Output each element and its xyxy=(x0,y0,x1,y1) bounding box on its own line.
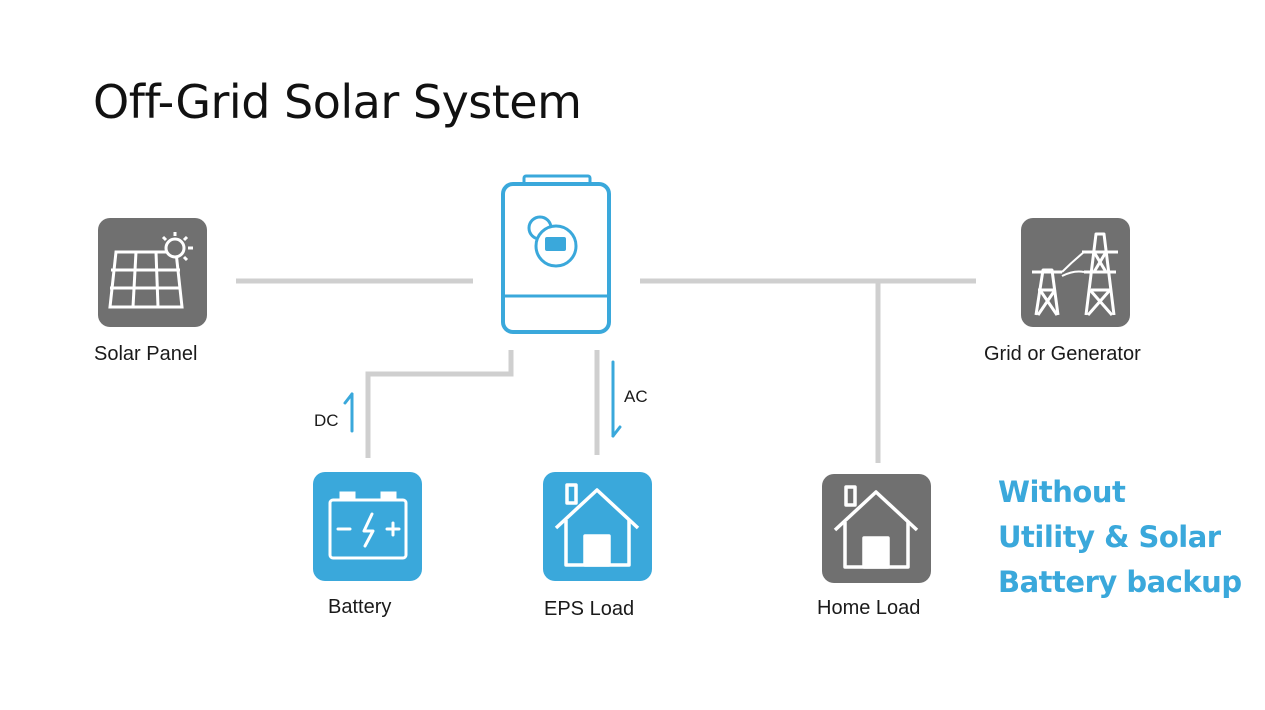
inverter-to-battery-line xyxy=(365,350,514,458)
dc-arrow-icon xyxy=(343,392,354,433)
house-icon xyxy=(543,472,652,581)
page-title: Off-Grid Solar System xyxy=(93,75,582,129)
grid-label: Grid or Generator xyxy=(984,343,1141,365)
ac-label: AC xyxy=(624,387,648,406)
solar-panel-icon xyxy=(98,218,207,327)
backup-note: Without Utility & Solar Battery backup xyxy=(998,470,1242,605)
battery-label: Battery xyxy=(328,596,392,618)
power-tower-icon xyxy=(1021,218,1130,327)
note-line-2: Utility & Solar xyxy=(998,520,1221,554)
ac-arrow-icon xyxy=(611,360,622,438)
inverter-icon xyxy=(501,174,611,334)
solar-panel-label: Solar Panel xyxy=(94,343,198,365)
home-load-label: Home Load xyxy=(817,597,921,619)
eps-load-label: EPS Load xyxy=(544,598,635,620)
house-icon xyxy=(822,474,931,583)
note-line-1: Without xyxy=(998,475,1126,509)
dc-label: DC xyxy=(314,411,339,430)
battery-icon xyxy=(313,472,422,581)
note-line-3: Battery backup xyxy=(998,565,1242,599)
